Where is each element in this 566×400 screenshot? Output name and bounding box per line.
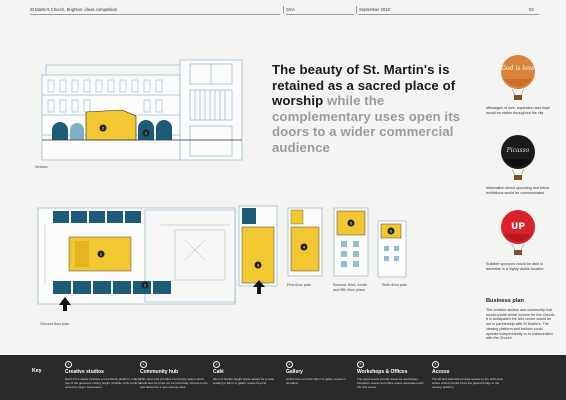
first-floor-caption: First floor plan bbox=[287, 283, 312, 287]
entrance-arrow-icon bbox=[59, 297, 71, 311]
section-marker-label: 1 bbox=[145, 131, 148, 136]
section-marker-1 bbox=[142, 129, 150, 137]
balloon-black-icon: Picasso bbox=[501, 135, 535, 180]
key-number: 6 bbox=[432, 361, 439, 368]
svg-text:1: 1 bbox=[144, 283, 147, 288]
balloon-caption-1: Messages of love, inspiration and hope w… bbox=[486, 106, 550, 115]
key-number: 5 bbox=[357, 361, 364, 368]
svg-text:4: 4 bbox=[303, 245, 306, 250]
key-number: 3 bbox=[213, 361, 220, 368]
key-text: At first floor a further 84m² of gallery… bbox=[286, 377, 346, 385]
balloon-slogan: God is love bbox=[501, 65, 535, 72]
key-number: 2 bbox=[140, 361, 147, 368]
tower-cafe-plan: 3 bbox=[238, 205, 278, 287]
upper-floor-plan: 5 bbox=[333, 207, 369, 277]
headline: The beauty of St. Martin's is retained a… bbox=[272, 62, 477, 155]
ground-floor-caption: Ground floor plan bbox=[40, 322, 70, 326]
header-project-title: St Martin's Church, Brighton: ideas comp… bbox=[30, 7, 118, 12]
business-plan-title: Business plan bbox=[486, 298, 524, 304]
sixth-floor-plan: 6 bbox=[377, 220, 407, 278]
key-heading: Community hub bbox=[140, 369, 179, 375]
header-rule bbox=[30, 14, 280, 15]
upper-floor-caption: Second, third, fourth and fifth floor pl… bbox=[333, 283, 368, 292]
key-text: The lift and staircase provide access to… bbox=[432, 377, 503, 389]
balloon-caption-2: Information about upcoming and future ex… bbox=[486, 186, 550, 195]
key-text: The upper levels provide areas for works… bbox=[357, 377, 424, 389]
balloon-caption-3: Suitable sponsors would be able to adver… bbox=[486, 262, 544, 271]
key-text: 84m² of double height space allows for a… bbox=[213, 377, 275, 385]
key-heading: Workshops & Offices bbox=[357, 369, 408, 375]
balloon-red-icon: UP bbox=[501, 210, 535, 255]
key-heading: Creative studios bbox=[65, 369, 104, 375]
section-marker-2 bbox=[99, 124, 107, 132]
key-title: Key bbox=[32, 368, 42, 374]
header-divider bbox=[283, 6, 284, 14]
key-band: Key 1 Creative studios Each 27m² studio … bbox=[0, 355, 566, 400]
key-heading: Café bbox=[213, 369, 224, 375]
header-divider bbox=[356, 6, 357, 14]
section-marker-label: 2 bbox=[102, 126, 105, 131]
ground-floor-plan: 2 1 bbox=[37, 207, 236, 311]
first-floor-plan: 4 bbox=[287, 207, 323, 277]
svg-text:3: 3 bbox=[257, 263, 260, 268]
svg-text:6: 6 bbox=[390, 229, 393, 234]
header-rule bbox=[359, 14, 539, 15]
page-header: St Martin's Church, Brighton: ideas comp… bbox=[0, 0, 566, 16]
balloon-slogan: UP bbox=[511, 222, 525, 232]
balloon-orange-icon: God is love bbox=[501, 55, 535, 100]
headline-bold: The beauty of St. Martin's is retained a… bbox=[272, 62, 456, 108]
section-drawing: 2 1 bbox=[41, 59, 243, 161]
business-plan-text: The creative studios and community hub w… bbox=[486, 308, 556, 341]
header-page-number: 03 bbox=[529, 7, 534, 12]
key-text: This 'Ikea' pod provides community space… bbox=[140, 377, 208, 389]
headline-grey: while the complementary uses open its do… bbox=[272, 93, 461, 155]
sixth-floor-caption: Sixth floor plan bbox=[382, 283, 408, 287]
key-text: Each 27m² studio includes a mezzanine pl… bbox=[65, 377, 142, 389]
key-number: 4 bbox=[286, 361, 293, 368]
key-heading: Access bbox=[432, 369, 450, 375]
header-date: September 2018 bbox=[359, 7, 390, 12]
svg-text:5: 5 bbox=[350, 221, 353, 226]
key-heading: Gallery bbox=[286, 369, 303, 375]
svg-text:2: 2 bbox=[100, 252, 103, 257]
header-rule bbox=[286, 14, 354, 15]
balloon-slogan: Picasso bbox=[506, 147, 530, 154]
header-firm: SGA bbox=[286, 7, 295, 12]
tower-entrance-arrow-icon bbox=[253, 280, 265, 294]
key-number: 1 bbox=[65, 361, 72, 368]
section-caption: Section bbox=[35, 165, 48, 169]
